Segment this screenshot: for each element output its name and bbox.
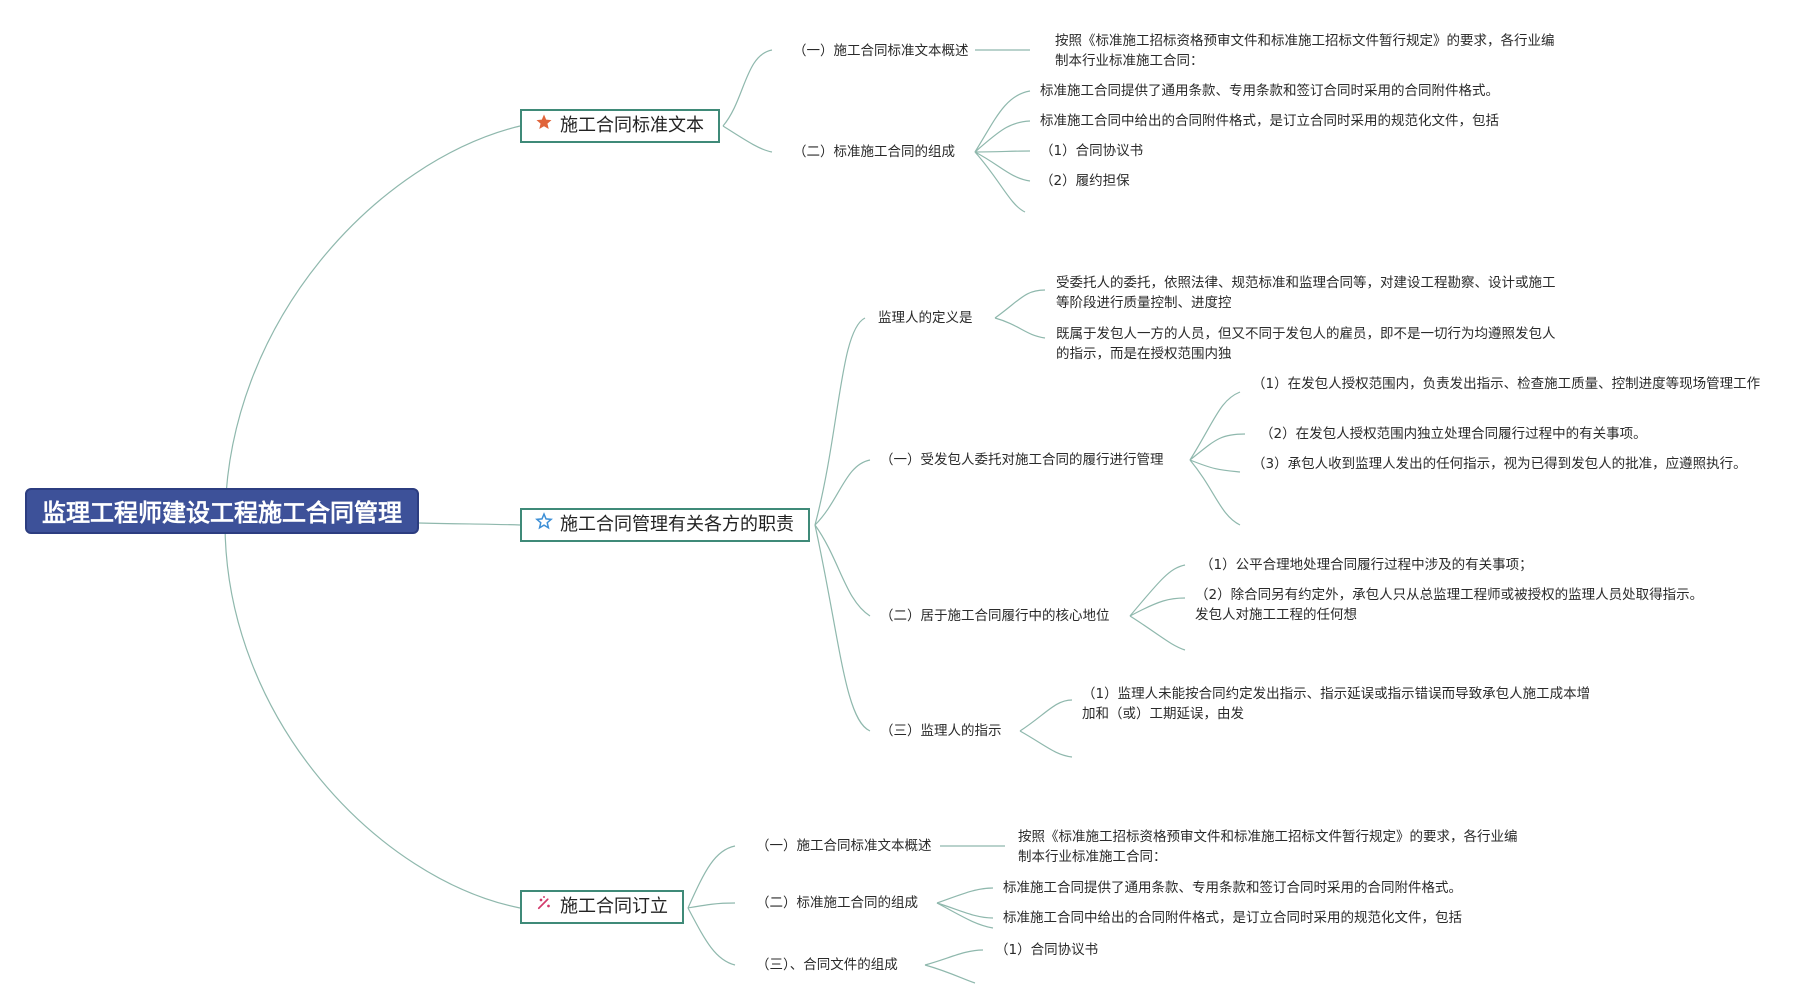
connector-line [994,317,1046,339]
connector-line [687,902,736,909]
connector-line [687,907,736,966]
connector-line [1129,597,1186,617]
leaf-topic[interactable]: 受委托人的委托，依照法律、规范标准和监理合同等，对建设工程勘察、设计或施工等阶段… [1056,275,1556,311]
branch-label: 施工合同管理有关各方的职责 [560,514,794,535]
connector-line [936,902,994,929]
connector-line [924,949,984,966]
star-outline-icon [534,510,554,540]
connector-line [1189,459,1241,526]
leaf-topic[interactable]: （1）监理人未能按合同约定发出指示、指示延误或指示错误而导致承包人施工成本增加和… [1082,686,1591,722]
leaf-topic[interactable]: 按照《标准施工招标资格预审文件和标准施工招标文件暂行规定》的要求，各行业编制本行… [1055,33,1555,69]
leaf-topic[interactable]: 标准施工合同中给出的合同附件格式，是订立合同时采用的规范化文件，包括 [1040,113,1499,129]
connector-line [814,524,871,732]
connector-line [974,151,1026,213]
sub-topic[interactable]: （一）受发包人委托对施工合同的履行进行管理 [880,452,1164,468]
connector-line [974,120,1031,153]
sparkle-icon [534,892,554,922]
branch-label: 施工合同标准文本 [560,115,704,136]
connector-line [224,125,521,524]
connector-line [687,845,736,909]
leaf-topic[interactable]: （1）合同协议书 [1040,143,1144,159]
sub-topic[interactable]: 监理人的定义是 [878,310,973,326]
connector-line [974,150,1031,153]
connector-line [1189,459,1241,473]
connector-line [1129,564,1186,617]
connector-line [936,902,994,919]
sub-topic[interactable]: （三）、合同文件的组成 [756,957,898,973]
connector-line [974,151,1031,182]
leaf-topic[interactable]: 既属于发包人一方的人员，但又不同于发包人的雇员，即不是一切行为均遵照发包人的指示… [1056,326,1556,362]
connector-line [1019,730,1073,758]
leaf-topic[interactable]: 标准施工合同提供了通用条款、专用条款和签订合同时采用的合同附件格式。 [1040,83,1499,99]
leaf-topic[interactable]: （1）公平合理地处理合同履行过程中涉及的有关事项； [1200,557,1533,573]
connector-line [936,887,994,904]
connector-line [814,459,871,526]
leaf-topic[interactable]: （2）在发包人授权范围内独立处理合同履行过程中的有关事项。 [1260,426,1647,442]
connector-line [974,90,1031,153]
star-filled-icon [534,111,554,141]
sub-topic[interactable]: （二）标准施工合同的组成 [793,144,955,160]
leaf-topic[interactable]: （3）承包人收到监理人发出的任何指示，视为已得到发包人的批准，应遵照执行。 [1252,456,1747,472]
connector-line [814,524,871,617]
connector-line [722,49,773,127]
connector-line [418,522,521,526]
sub-topic[interactable]: （一）施工合同标准文本概述 [756,838,932,854]
leaf-topic[interactable]: （2）除合同另有约定外，承包人只从总监理工程师或被授权的监理人员处取得指示。发包… [1195,587,1704,623]
leaf-topic[interactable]: 按照《标准施工招标资格预审文件和标准施工招标文件暂行规定》的要求，各行业编制本行… [1018,829,1518,865]
connector-line [224,522,521,909]
leaf-topic[interactable]: （2）履约担保 [1040,173,1130,189]
connector-line [1019,699,1073,732]
sub-topic[interactable]: （三）监理人的指示 [880,723,1002,739]
branch-responsibilities[interactable]: 施工合同管理有关各方的职责 [520,508,810,542]
leaf-topic[interactable]: （1）在发包人授权范围内，负责发出指示、检查施工质量、控制进度等现场管理工作 [1252,376,1761,392]
leaf-topic[interactable]: （1）合同协议书 [995,942,1099,958]
branch-contract-standard-text[interactable]: 施工合同标准文本 [520,109,720,143]
leaf-topic[interactable]: 标准施工合同提供了通用条款、专用条款和签订合同时采用的合同附件格式。 [1003,880,1462,896]
sub-topic[interactable]: （二）居于施工合同履行中的核心地位 [880,608,1110,624]
connector-line [1189,433,1246,461]
connector-line [994,289,1046,319]
connector-line [1129,615,1186,651]
branch-label: 施工合同订立 [560,896,668,917]
connector-line [814,317,866,526]
branch-contract-signing[interactable]: 施工合同订立 [520,890,684,924]
connector-line [1189,391,1241,461]
connector-line [722,125,773,153]
connector-line [924,964,976,984]
root-topic[interactable]: 监理工程师建设工程施工合同管理 [25,488,419,534]
sub-topic[interactable]: （二）标准施工合同的组成 [756,895,918,911]
sub-topic[interactable]: （一）施工合同标准文本概述 [793,43,969,59]
leaf-topic[interactable]: 标准施工合同中给出的合同附件格式，是订立合同时采用的规范化文件，包括 [1003,910,1462,926]
